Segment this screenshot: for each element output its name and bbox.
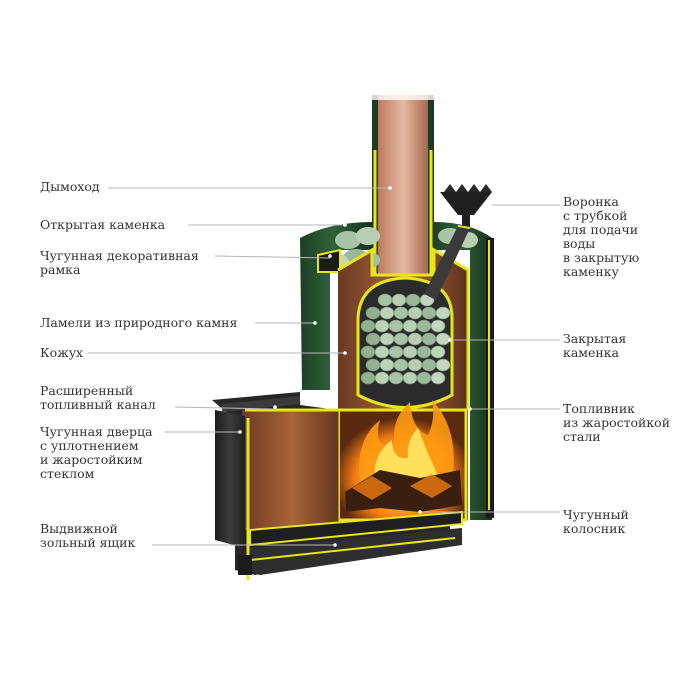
heater-stone [435, 332, 451, 346]
heater-stone [388, 319, 404, 333]
leader-dot [388, 186, 392, 190]
heater-stone [407, 306, 423, 320]
label-closed-heater: Закрытая каменка [563, 331, 627, 360]
leader-line [174, 406, 276, 410]
heater-stone [388, 371, 404, 385]
leader-dot [333, 543, 337, 547]
heater-stone [393, 332, 409, 346]
heater-stone [360, 319, 376, 333]
closed-heater-chamber [337, 247, 470, 410]
leader-dot [313, 321, 317, 325]
label-firebox: Топливник из жаростойкой стали [563, 401, 671, 444]
heater-stone [393, 306, 409, 320]
leader-dot [328, 254, 332, 258]
heater-stone [407, 358, 423, 372]
leader-dot [273, 405, 277, 409]
heater-stone [374, 345, 390, 359]
label-grate: Чугунный колосник [563, 507, 629, 536]
chimney-pipe [372, 60, 434, 275]
heater-stone [391, 293, 407, 307]
heater-stone [393, 358, 409, 372]
heater-stone [416, 345, 432, 359]
label-open-heater: Открытая каменка [40, 217, 166, 232]
label-fuel-channel: Расширенный топливный канал [40, 383, 156, 412]
heater-stone [407, 332, 423, 346]
leader-dot [343, 351, 347, 355]
heater-stone [379, 332, 395, 346]
label-cast-iron-door: Чугунная дверца с уплотнением и жаростой… [40, 424, 153, 481]
heater-stone [430, 319, 446, 333]
label-casing: Кожух [40, 345, 84, 360]
closed-heater-stones [360, 293, 451, 385]
label-cast-iron-frame: Чугунная декоративная рамка [40, 248, 199, 277]
heater-stone [416, 319, 432, 333]
heater-stone [435, 358, 451, 372]
heater-stone [430, 345, 446, 359]
funnel-icon [424, 184, 492, 300]
heater-stone [405, 293, 421, 307]
heater-stone [374, 319, 390, 333]
heater-stone [421, 306, 437, 320]
leader-dot [418, 510, 422, 514]
leader-dot [468, 407, 472, 411]
heater-stone [388, 345, 404, 359]
label-ash-drawer: Выдвижной зольный ящик [40, 521, 136, 550]
heater-stone [379, 358, 395, 372]
label-stone-lamellas: Ламели из природного камня [40, 315, 238, 330]
heater-stone [402, 345, 418, 359]
heater-stone [416, 371, 432, 385]
heater-stone [402, 371, 418, 385]
heater-stone [421, 332, 437, 346]
heater-stone [402, 319, 418, 333]
heater-stone [360, 371, 376, 385]
label-water-funnel: Воронка с трубкой для подачи воды в закр… [563, 194, 640, 279]
heater-stone [421, 358, 437, 372]
leader-line [214, 255, 331, 259]
heater-stone [430, 371, 446, 385]
heater-stone [365, 306, 381, 320]
flame-icon [345, 400, 462, 512]
leader-dot [238, 430, 242, 434]
leader-lines [88, 186, 560, 547]
heater-stone [379, 306, 395, 320]
grate-and-ash-drawer [238, 510, 463, 575]
leader-dot [343, 223, 347, 227]
cast-iron-frame [317, 248, 341, 273]
heater-stone [374, 371, 390, 385]
heater-stone [435, 306, 451, 320]
leader-dot [448, 338, 452, 342]
heater-stone [365, 332, 381, 346]
heater-stone [360, 345, 376, 359]
label-chimney: Дымоход [40, 179, 100, 194]
heater-stone [377, 293, 393, 307]
heater-stone [365, 358, 381, 372]
leader-dot [488, 203, 492, 207]
